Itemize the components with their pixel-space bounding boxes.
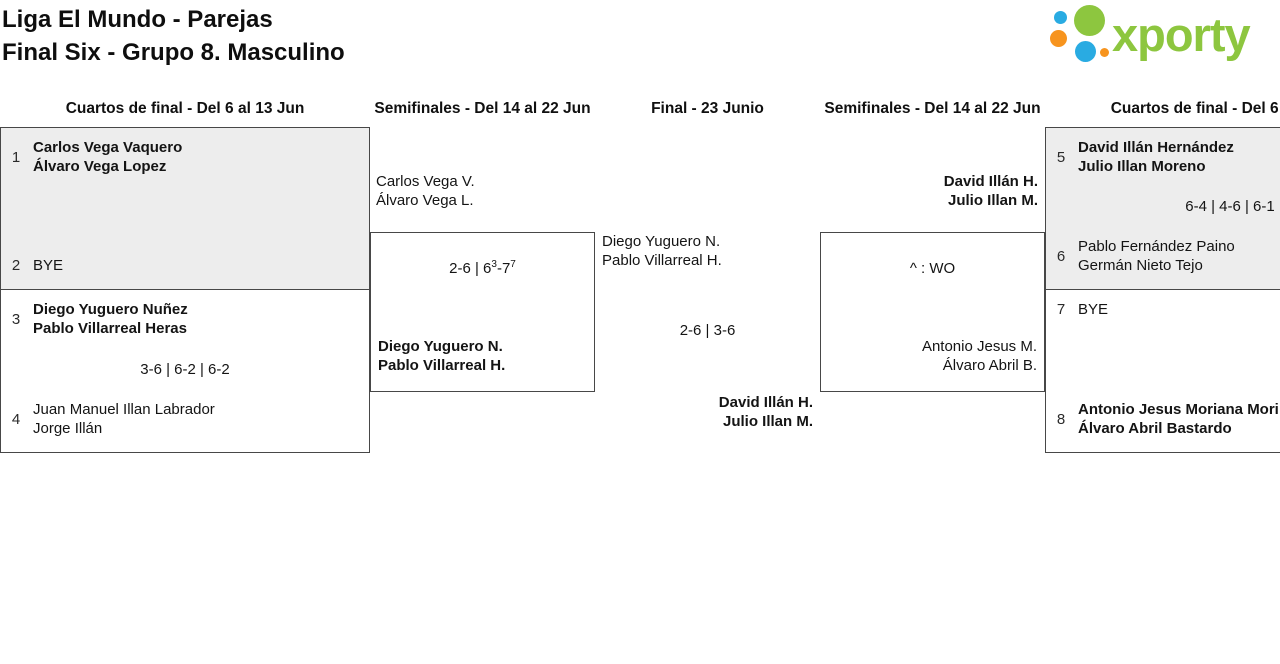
team-name: BYE	[1078, 300, 1108, 319]
team-name: BYE	[33, 256, 63, 275]
team-row: 2 BYE	[9, 256, 361, 275]
player-name: Diego Yuguero N.	[378, 338, 503, 355]
logo-dot-orange-small-icon	[1100, 48, 1109, 57]
player-name: Álvaro Abril B.	[942, 357, 1037, 374]
seed-number: 1	[11, 148, 21, 166]
team-row: 7 BYE	[1054, 300, 1280, 319]
player-name: Pablo Villarreal H.	[602, 252, 722, 269]
player-name: Antonio Jesus Moriana Mori	[1078, 401, 1279, 418]
team-name: Juan Manuel Illan Labrador Jorge Illán	[33, 400, 215, 438]
team-name: David Illán Hernández Julio Illan Moreno	[1078, 138, 1234, 176]
round-header-quarterfinals-right: Cuartos de final - Del 6 al 13 Jun	[1110, 100, 1280, 117]
round-header-quarterfinals-left: Cuartos de final - Del 6 al 13 Jun	[65, 100, 305, 117]
player-name: Julio Illan M.	[947, 192, 1038, 209]
logo-wordmark: xporty	[1112, 8, 1251, 61]
team-row: 3 Diego Yuguero Nuñez Pablo Villarreal H…	[9, 300, 361, 338]
player-name: BYE	[1078, 301, 1109, 318]
match-score: 3-6 | 6-2 | 6-2	[140, 360, 230, 378]
team-row: 8 Antonio Jesus Moriana Mori Álvaro Abri…	[1054, 400, 1280, 438]
player-name: Álvaro Vega Lopez	[33, 158, 167, 175]
sf-left-top-team: Carlos Vega V. Álvaro Vega L.	[376, 172, 475, 210]
team-name: Diego Yuguero Nuñez Pablo Villarreal Her…	[33, 300, 188, 338]
player-name: Carlos Vega V.	[376, 173, 475, 190]
player-name: Germán Nieto Tejo	[1078, 257, 1203, 274]
player-name: David Illán Hernández	[1078, 139, 1234, 156]
round-header-semifinals-left: Semifinales - Del 14 al 22 Jun	[374, 100, 591, 117]
qf-left-match-2: 3 Diego Yuguero Nuñez Pablo Villarreal H…	[0, 289, 370, 453]
sf-left-match: 2-6 | 63-77 Diego Yuguero N. Pablo Villa…	[370, 232, 595, 392]
player-name: Diego Yuguero Nuñez	[33, 301, 188, 318]
logo-dot-blue-large-icon	[1075, 41, 1096, 62]
sf-left-bottom-team: Diego Yuguero N. Pablo Villarreal H.	[378, 337, 587, 375]
player-name: Jorge Illán	[33, 420, 103, 437]
match-score: 6-4 | 4-6 | 6-1	[1185, 198, 1275, 215]
team-name: Antonio Jesus Moriana Mori Álvaro Abril …	[1078, 400, 1279, 438]
page-title-line1: Liga El Mundo - Parejas	[2, 6, 273, 33]
sf-right-top-team: David Illán H. Julio Illan M.	[820, 172, 1038, 210]
seed-number: 5	[1056, 148, 1066, 166]
seed-number: 4	[11, 410, 21, 428]
score-tiebreak: 7	[510, 259, 516, 270]
match-score: ^ : WO	[909, 260, 956, 277]
match-score: 2-6 | 63-77	[378, 259, 587, 278]
player-name: BYE	[33, 257, 64, 274]
page-title-line2: Final Six - Grupo 8. Masculino	[2, 39, 345, 66]
player-name: Julio Illan Moreno	[1078, 158, 1206, 175]
qf-right-match-1: 5 David Illán Hernández Julio Illan More…	[1045, 127, 1280, 290]
player-name: Pablo Villarreal Heras	[33, 320, 187, 337]
round-header-semifinals-right: Semifinales - Del 14 al 22 Jun	[824, 100, 1041, 117]
xporty-logo[interactable]: xporty	[1048, 4, 1280, 66]
score-text: 2-6 | 6	[449, 260, 492, 277]
player-name: David Illán H.	[718, 394, 813, 411]
team-name: Pablo Fernández Paino Germán Nieto Tejo	[1078, 237, 1235, 275]
logo-dot-green-large-icon	[1074, 5, 1105, 36]
seed-number: 7	[1056, 301, 1066, 318]
score-text: -7	[496, 260, 511, 277]
final-top-team: Diego Yuguero N. Pablo Villarreal H.	[602, 232, 722, 270]
seed-number: 8	[1056, 410, 1066, 428]
page-title: Liga El Mundo - Parejas Final Six - Grup…	[2, 3, 345, 69]
seed-number: 6	[1056, 247, 1066, 265]
player-name: Álvaro Abril Bastardo	[1078, 420, 1232, 437]
seed-number: 2	[11, 257, 21, 274]
player-name: Álvaro Vega L.	[376, 192, 474, 209]
logo-dot-blue-small-icon	[1054, 11, 1067, 24]
team-row: 4 Juan Manuel Illan Labrador Jorge Illán	[9, 400, 361, 438]
team-name: Carlos Vega Vaquero Álvaro Vega Lopez	[33, 138, 182, 176]
final-bottom-team: David Illán H. Julio Illan M.	[595, 393, 813, 431]
final-score: 2-6 | 3-6	[679, 322, 736, 339]
player-name: Antonio Jesus M.	[921, 338, 1037, 355]
sf-right-match: ^ : WO Antonio Jesus M. Álvaro Abril B.	[820, 232, 1045, 392]
qf-left-match-1: 1 Carlos Vega Vaquero Álvaro Vega Lopez …	[0, 127, 370, 290]
player-name: Diego Yuguero N.	[602, 233, 721, 250]
logo-dot-orange-icon	[1050, 30, 1067, 47]
team-row: 5 David Illán Hernández Julio Illan More…	[1054, 138, 1280, 176]
player-name: David Illán H.	[943, 173, 1038, 190]
sf-right-bottom-team: Antonio Jesus M. Álvaro Abril B.	[828, 337, 1037, 375]
player-name: Juan Manuel Illan Labrador	[33, 401, 215, 418]
qf-right-match-2: 7 BYE 8 Antonio Jesus Moriana Mori Álvar…	[1045, 289, 1280, 453]
team-row: 6 Pablo Fernández Paino Germán Nieto Tej…	[1054, 237, 1280, 275]
seed-number: 3	[11, 310, 21, 328]
score-tiebreak: 3	[491, 259, 497, 270]
team-row: 1 Carlos Vega Vaquero Álvaro Vega Lopez	[9, 138, 361, 176]
player-name: Julio Illan M.	[722, 413, 813, 430]
player-name: Pablo Villarreal H.	[378, 357, 506, 374]
player-name: Pablo Fernández Paino	[1078, 238, 1235, 255]
round-header-final: Final - 23 Junio	[651, 100, 764, 117]
player-name: Carlos Vega Vaquero	[33, 139, 183, 156]
